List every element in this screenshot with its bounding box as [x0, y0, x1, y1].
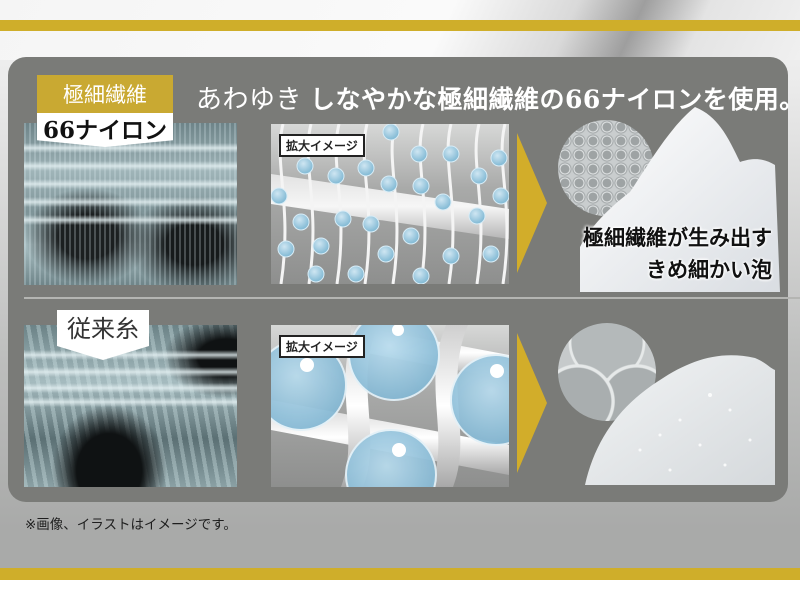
badge-label-top: 極細繊維 — [37, 75, 173, 113]
conventional-fiber-zoom-illustration: 拡大イメージ — [271, 325, 509, 487]
fine-foam-caption: 極細繊維が生み出す きめ細かい泡 — [583, 222, 772, 286]
caption-line-1: 極細繊維が生み出す — [583, 225, 772, 250]
headline-text: しなやかな極細繊維の66ナイロンを使用。 — [310, 85, 800, 114]
fine-foam-illustration — [580, 107, 780, 292]
conventional-foam-illustration — [585, 355, 775, 485]
headline: あわゆきしなやかな極細繊維の66ナイロンを使用。 — [196, 79, 800, 116]
zoom-image-label: 拡大イメージ — [279, 335, 365, 358]
fine-fiber-photo — [24, 123, 237, 285]
conventional-fiber-badge: 従来糸 — [57, 310, 149, 360]
arrow-right-icon — [517, 333, 547, 473]
zoom-image-label: 拡大イメージ — [279, 134, 365, 157]
conventional-fiber-photo — [24, 325, 237, 487]
badge-label-bottom: 66ナイロン — [37, 113, 173, 147]
caption-line-2: きめ細かい泡 — [646, 257, 772, 282]
fine-bubble-closeup — [558, 120, 654, 216]
fine-fiber-badge: 極細繊維 66ナイロン — [37, 75, 173, 147]
arrow-right-icon — [517, 133, 547, 273]
top-gold-stripe — [0, 20, 800, 31]
bottom-margin — [0, 580, 800, 600]
fine-fiber-zoom-illustration: 拡大イメージ — [271, 124, 509, 284]
disclaimer-footnote: ※画像、イラストはイメージです。 — [25, 517, 237, 533]
brand-name: あわゆき — [196, 85, 303, 115]
bottom-gold-stripe — [0, 568, 800, 580]
row-divider — [24, 297, 800, 299]
